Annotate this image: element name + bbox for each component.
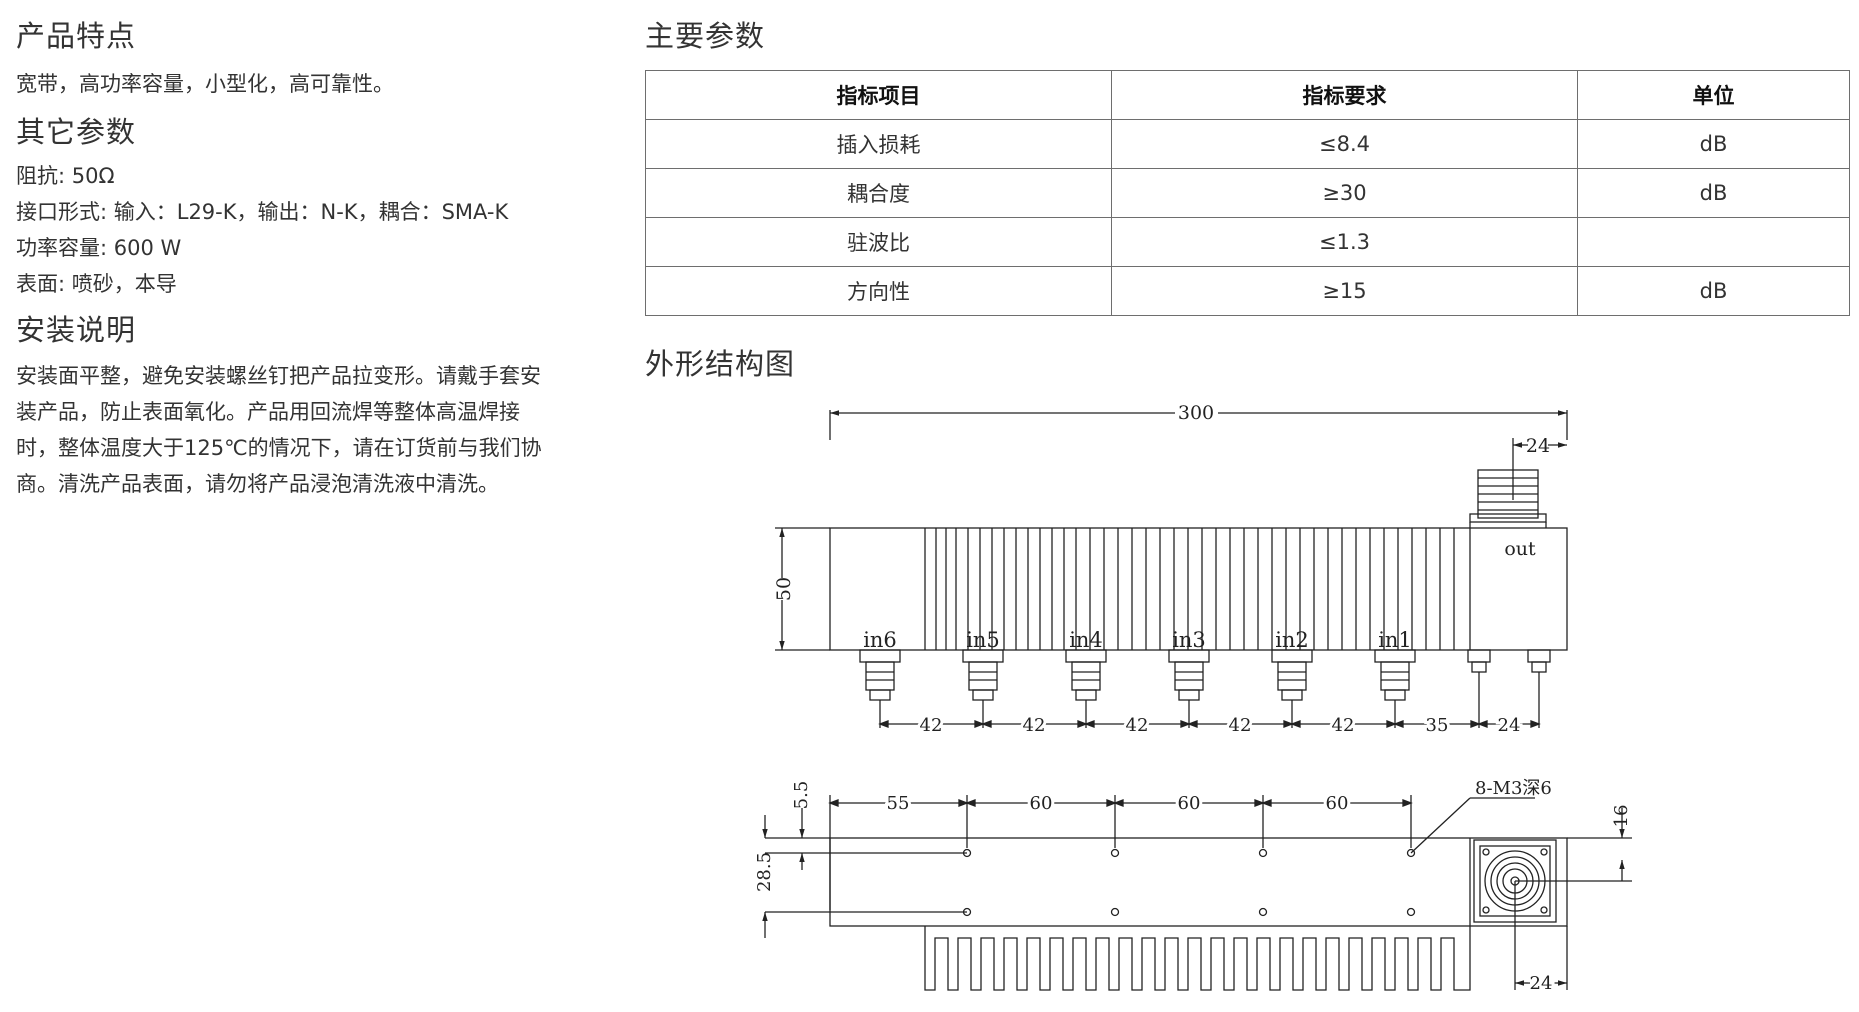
col-header-item: 指标项目 (645, 70, 1112, 120)
cell-unit: dB (1577, 119, 1850, 169)
param-impedance: 阻抗: 50Ω (16, 164, 115, 188)
install-text: 安装面平整，避免安装螺丝钉把产品拉变形。请戴手套安 装产品，防止表面氧化。产品用… (16, 358, 586, 502)
install-line-2: 装产品，防止表面氧化。产品用回流焊等整体高温焊接 (16, 400, 520, 424)
table-row: 插入损耗 ≤8.4 dB (645, 119, 1850, 169)
dim-42-3: 42 (1126, 715, 1149, 736)
top-view (762, 795, 1632, 991)
dim-5-5: 5.5 (791, 781, 812, 810)
cell-item: 插入损耗 (645, 119, 1112, 169)
param-power: 功率容量: 600 W (16, 236, 182, 260)
features-text: 宽带，高功率容量，小型化，高可靠性。 (16, 72, 394, 96)
dim-16: 16 (1611, 805, 1632, 828)
dim-60-2: 60 (1178, 793, 1201, 814)
outline-heading: 外形结构图 (645, 347, 796, 381)
cell-value: ≥30 (1111, 168, 1578, 218)
dim-42-1: 42 (920, 715, 943, 736)
main-params-table: 指标项目 指标要求 单位 插入损耗 ≤8.4 dB 耦合度 ≥30 dB 驻波比 (645, 70, 1850, 316)
table-row: 驻波比 ≤1.3 (645, 217, 1850, 267)
dim-35: 35 (1426, 715, 1449, 736)
other-params-list: 阻抗: 50Ω 接口形式: 输入：L29-K，输出：N-K，耦合：SMA-K 功… (16, 158, 586, 302)
table-header-row: 指标项目 指标要求 单位 (645, 70, 1850, 120)
cell-unit: dB (1577, 266, 1850, 316)
port-label-in1: in1 (1378, 628, 1412, 652)
features-heading: 产品特点 (16, 19, 137, 53)
cell-unit: dB (1577, 168, 1850, 218)
table-row: 耦合度 ≥30 dB (645, 168, 1850, 218)
dim-60-3: 60 (1326, 793, 1349, 814)
dim-24-top: 24 (1526, 435, 1550, 457)
dim-55: 55 (887, 793, 910, 814)
cell-item: 驻波比 (645, 217, 1112, 267)
dim-24-bottom: 24 (1498, 715, 1521, 736)
install-line-3: 时，整体温度大于125℃的情况下，请在订货前与我们协 (16, 436, 542, 460)
port-label-in2: in2 (1275, 628, 1309, 652)
install-heading: 安装说明 (16, 313, 137, 347)
other-params-heading: 其它参数 (16, 115, 137, 149)
cell-value: ≤8.4 (1111, 119, 1578, 169)
front-view (775, 410, 1568, 728)
install-line-4: 商。清洗产品表面，请勿将产品浸泡清洗液中清洗。 (16, 472, 499, 496)
port-label-in3: in3 (1172, 628, 1206, 652)
port-connectors (859, 649, 1551, 701)
param-surface: 表面: 喷砂，本导 (16, 272, 177, 296)
cell-value: ≥15 (1111, 266, 1578, 316)
dim-300: 300 (1178, 402, 1214, 424)
out-label: out (1504, 538, 1536, 560)
dim-42-5: 42 (1332, 715, 1355, 736)
dim-28-5: 28.5 (754, 852, 775, 892)
dim-50: 50 (773, 577, 795, 601)
port-label-in5: in5 (966, 628, 1000, 652)
hole-note: 8-M3深6 (1475, 778, 1552, 799)
cell-item: 方向性 (645, 266, 1112, 316)
port-label-in4: in4 (1069, 628, 1103, 652)
main-params-heading: 主要参数 (645, 19, 766, 53)
param-interface: 接口形式: 输入：L29-K，输出：N-K，耦合：SMA-K (16, 200, 509, 224)
table-row: 方向性 ≥15 dB (645, 266, 1850, 316)
cell-unit (1577, 217, 1850, 267)
dim-60-1: 60 (1030, 793, 1053, 814)
port-label-in6: in6 (863, 628, 897, 652)
col-header-unit: 单位 (1577, 70, 1850, 120)
install-line-1: 安装面平整，避免安装螺丝钉把产品拉变形。请戴手套安 (16, 364, 541, 388)
cell-value: ≤1.3 (1111, 217, 1578, 267)
dim-24-top-view: 24 (1530, 973, 1553, 994)
dim-42-2: 42 (1023, 715, 1046, 736)
left-column: 产品特点 宽带，高功率容量，小型化，高可靠性。 其它参数 阻抗: 50Ω 接口形… (16, 0, 586, 502)
dim-42-4: 42 (1229, 715, 1252, 736)
